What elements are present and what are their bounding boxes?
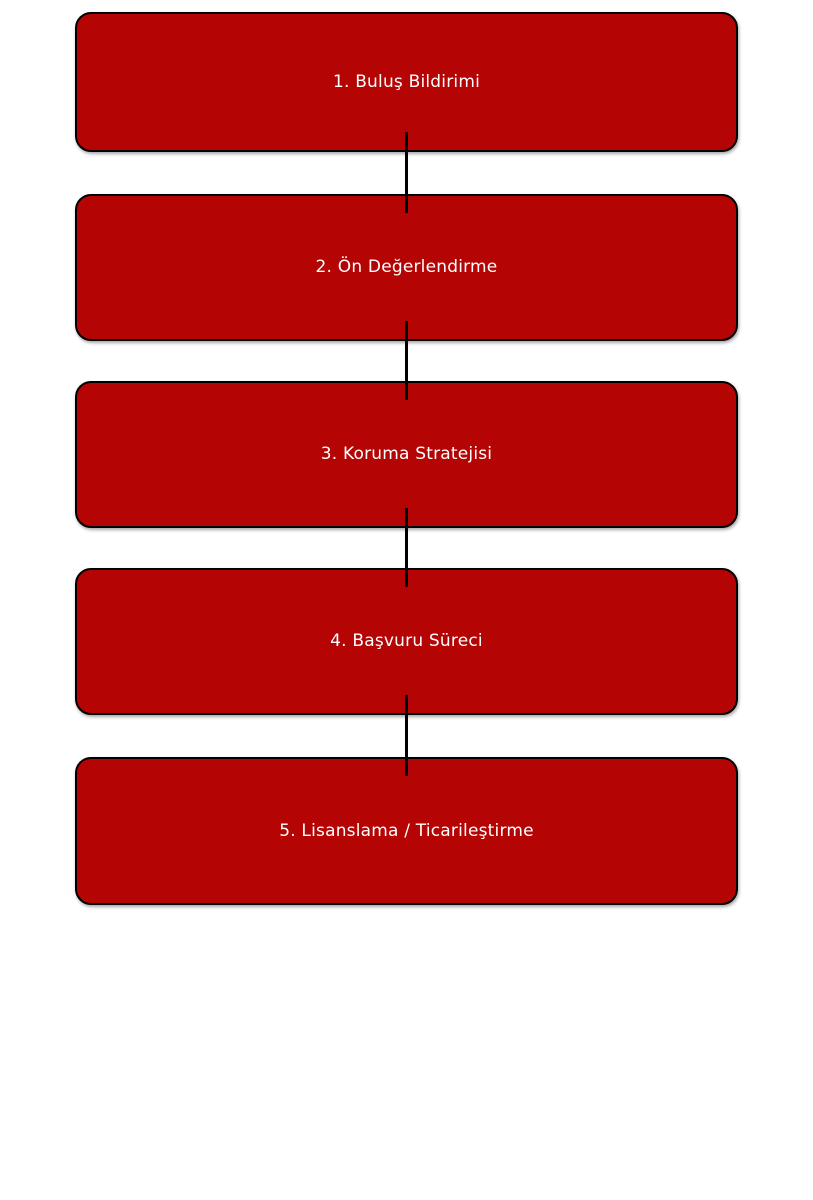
flow-step-2: 2. Ön Değerlendirme: [75, 194, 738, 341]
flow-step-3-label: 3. Koruma Stratejisi: [320, 444, 493, 465]
connector-line-3: [405, 508, 408, 587]
connector-line-1: [405, 132, 408, 213]
connector-line-4: [405, 695, 408, 776]
flow-step-1-label: 1. Buluş Bildirimi: [332, 71, 481, 92]
connector-line-2: [405, 321, 408, 400]
flow-step-4-label: 4. Başvuru Süreci: [330, 631, 483, 652]
flow-step-1: 1. Buluş Bildirimi: [75, 12, 738, 152]
flow-step-2-label: 2. Ön Değerlendirme: [315, 257, 498, 278]
flow-step-3: 3. Koruma Stratejisi: [75, 381, 738, 528]
flow-step-5: 5. Lisanslama / Ticarileştirme: [75, 757, 738, 905]
flow-step-5-label: 5. Lisanslama / Ticarileştirme: [279, 820, 534, 841]
flow-step-4: 4. Başvuru Süreci: [75, 568, 738, 715]
